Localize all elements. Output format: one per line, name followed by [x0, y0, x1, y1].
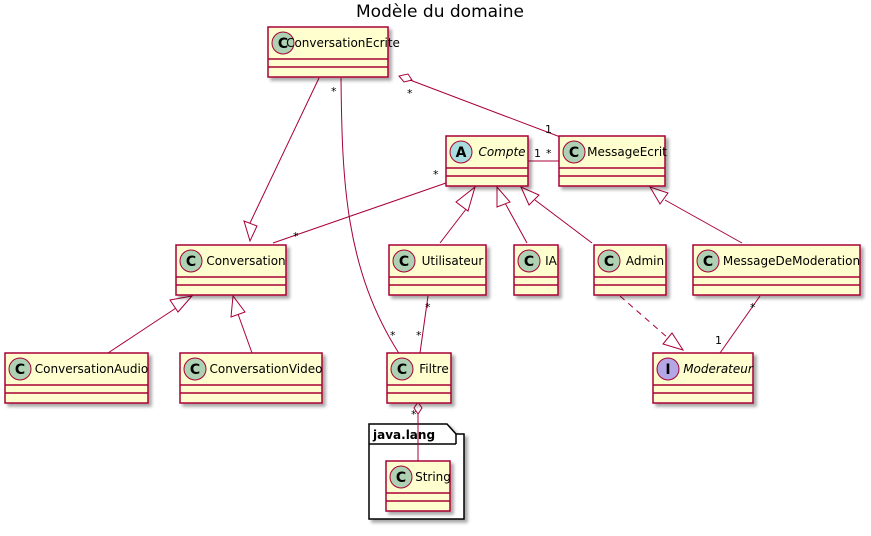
class-conversation[interactable]: C Conversation — [175, 244, 287, 296]
inheritance-arrowhead — [520, 186, 540, 206]
multiplicity-label: * — [546, 147, 552, 160]
class-ia[interactable]: C IA — [513, 244, 559, 296]
class-kind-glyph: C — [524, 254, 534, 270]
class-kind-glyph: C — [396, 470, 406, 486]
class-badge-icon — [392, 249, 416, 273]
edge-mdm-to-message-ecrit — [664, 199, 743, 244]
inheritance-arrowhead — [243, 220, 258, 243]
class-conversation-video[interactable]: C ConversationVideo — [179, 352, 323, 404]
class-badge-icon — [8, 357, 32, 381]
inheritance-arrowhead — [496, 185, 511, 208]
edge-mdm-to-moderateur — [719, 295, 761, 354]
relationship-lines — [107, 73, 761, 461]
package-name: java.lang — [372, 428, 435, 442]
class-kind-glyph: C — [399, 254, 409, 270]
realization-arrowhead — [662, 332, 685, 351]
inheritance-arrowhead — [169, 295, 194, 313]
class-box — [4, 352, 149, 404]
class-name: ConversationAudio — [35, 362, 148, 376]
class-badge-icon — [179, 249, 203, 273]
class-string[interactable]: C String — [385, 460, 451, 512]
class-kind-glyph: C — [278, 36, 288, 52]
edge-utilisateur-to-filtre — [419, 295, 429, 354]
aggregation-diamond-msg — [398, 73, 413, 83]
class-name: Compte — [478, 145, 525, 159]
class-name: Utilisateur — [422, 254, 484, 268]
multiplicity-label: * — [331, 85, 337, 98]
inheritance-arrowhead — [455, 185, 476, 212]
class-message-de-moderation[interactable]: C MessageDeModeration — [692, 244, 861, 296]
class-badge-icon — [389, 465, 413, 489]
multiplicity-label: 1 — [715, 334, 722, 347]
class-moderateur[interactable]: I Moderateur — [652, 352, 754, 404]
diagram-title: Modèle du domaine — [356, 2, 524, 22]
class-badge-icon — [517, 249, 541, 273]
class-box — [692, 244, 861, 296]
multiplicity-label: * — [407, 87, 413, 100]
class-kind-glyph: C — [190, 362, 200, 378]
multiplicity-label: * — [416, 329, 422, 342]
class-kind-glyph: C — [397, 362, 407, 378]
multiplicity-label: * — [390, 329, 396, 342]
class-admin[interactable]: C Admin — [593, 244, 667, 296]
class-filtre[interactable]: C Filtre — [386, 352, 452, 404]
class-compte[interactable]: A Compte — [445, 135, 529, 187]
class-kind-glyph: C — [15, 362, 25, 378]
class-utilisateur[interactable]: C Utilisateur — [388, 244, 487, 296]
class-name: IA — [545, 254, 558, 268]
class-kind-glyph: C — [569, 145, 579, 161]
inheritance-arrowhead — [648, 186, 669, 205]
class-kind-glyph: C — [604, 254, 614, 270]
edge-conversation-ecrite-to-message-ecrit — [409, 79, 564, 139]
class-name: ConversationEcrite — [286, 36, 400, 50]
inheritance-arrowhead — [230, 294, 246, 318]
multiplicity-label: * — [433, 168, 439, 181]
class-kind-glyph: A — [456, 145, 467, 161]
multiplicity-label: * — [750, 301, 756, 314]
multiplicity-labels: * * 1 1 * * * * * * * 1 * — [293, 85, 756, 421]
multiplicity-label: 1 — [545, 123, 552, 136]
edge-admin-realizes-moderateur — [619, 295, 669, 339]
edge-video-to-conversation — [237, 313, 253, 354]
class-name: MessageEcrit — [587, 145, 667, 159]
class-name: Conversation — [206, 254, 285, 268]
multiplicity-label: * — [425, 301, 431, 314]
class-badge-icon — [597, 249, 621, 273]
multiplicity-label: * — [411, 408, 417, 421]
class-kind-glyph: C — [186, 254, 196, 270]
class-name: Filtre — [419, 362, 448, 376]
interface-badge-icon — [656, 357, 680, 381]
edge-audio-to-conversation — [107, 307, 177, 354]
class-badge-icon — [271, 31, 295, 55]
edge-conversation-ecrite-to-filtre — [340, 77, 401, 356]
class-kind-glyph: C — [703, 254, 713, 270]
class-name: MessageDeModeration — [723, 254, 860, 268]
class-badge-icon — [696, 249, 720, 273]
class-name: Admin — [626, 254, 664, 268]
class-name: ConversationVideo — [210, 362, 323, 376]
multiplicity-label: 1 — [534, 147, 541, 160]
edge-ia-to-compte — [504, 202, 528, 244]
edge-compte-to-conversation — [272, 182, 447, 244]
abstract-badge-icon — [449, 140, 473, 164]
class-badge-icon — [562, 140, 586, 164]
edge-conversation-ecrite-to-conversation — [249, 77, 320, 224]
class-message-ecrit[interactable]: C MessageEcrit — [558, 135, 667, 187]
class-name: String — [415, 470, 451, 484]
edge-admin-to-compte — [534, 199, 593, 244]
class-conversation-audio[interactable]: C ConversationAudio — [4, 352, 149, 404]
class-name: Moderateur — [683, 362, 754, 376]
class-box — [179, 352, 323, 404]
class-badge-icon — [183, 357, 207, 381]
edge-utilisateur-to-compte — [439, 203, 471, 244]
multiplicity-label: * — [293, 230, 299, 243]
class-kind-glyph: I — [665, 362, 670, 378]
class-badge-icon — [390, 357, 414, 381]
